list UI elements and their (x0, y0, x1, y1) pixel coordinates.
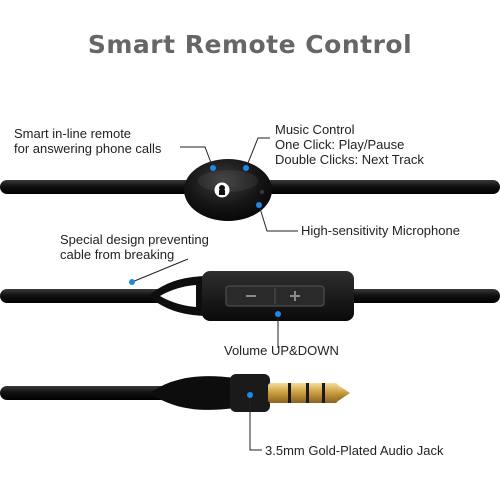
design-label-line1: Special design preventing (60, 232, 209, 247)
remote-label-line1: Smart in-line remote (14, 126, 132, 141)
volume-label: Volume UP&DOWN (224, 343, 339, 358)
plus-icon[interactable] (290, 291, 300, 301)
jack-strain-relief (150, 376, 235, 410)
design-label: Special design preventing cable from bre… (60, 232, 209, 262)
music-label-line1: Music Control (275, 122, 355, 137)
jack-label: 3.5mm Gold-Plated Audio Jack (265, 443, 444, 458)
music-label-line2: One Click: Play/Pause (275, 137, 405, 152)
page-title: Smart Remote Control (87, 30, 413, 59)
remote-label: Smart in-line remote for answering phone… (14, 126, 161, 156)
music-label-line3: Double Clicks: Next Track (275, 152, 424, 167)
remote-label-line2: for answering phone calls (14, 141, 162, 156)
cable-with-remote (0, 159, 500, 221)
gold-jack-plug (268, 383, 350, 403)
callout-lines (131, 137, 298, 451)
cable-with-volume (0, 271, 500, 321)
minus-icon[interactable] (246, 295, 256, 297)
headset-mic-icon[interactable] (214, 182, 230, 198)
music-control-label: Music Control One Click: Play/Pause Doub… (275, 122, 424, 167)
microphone-hole (260, 190, 264, 194)
callout-dots (129, 165, 281, 398)
cable-with-jack (0, 374, 350, 412)
strain-relief-slot (160, 285, 196, 307)
microphone-label: High-sensitivity Microphone (301, 223, 460, 238)
design-label-line2: cable from breaking (60, 247, 175, 262)
